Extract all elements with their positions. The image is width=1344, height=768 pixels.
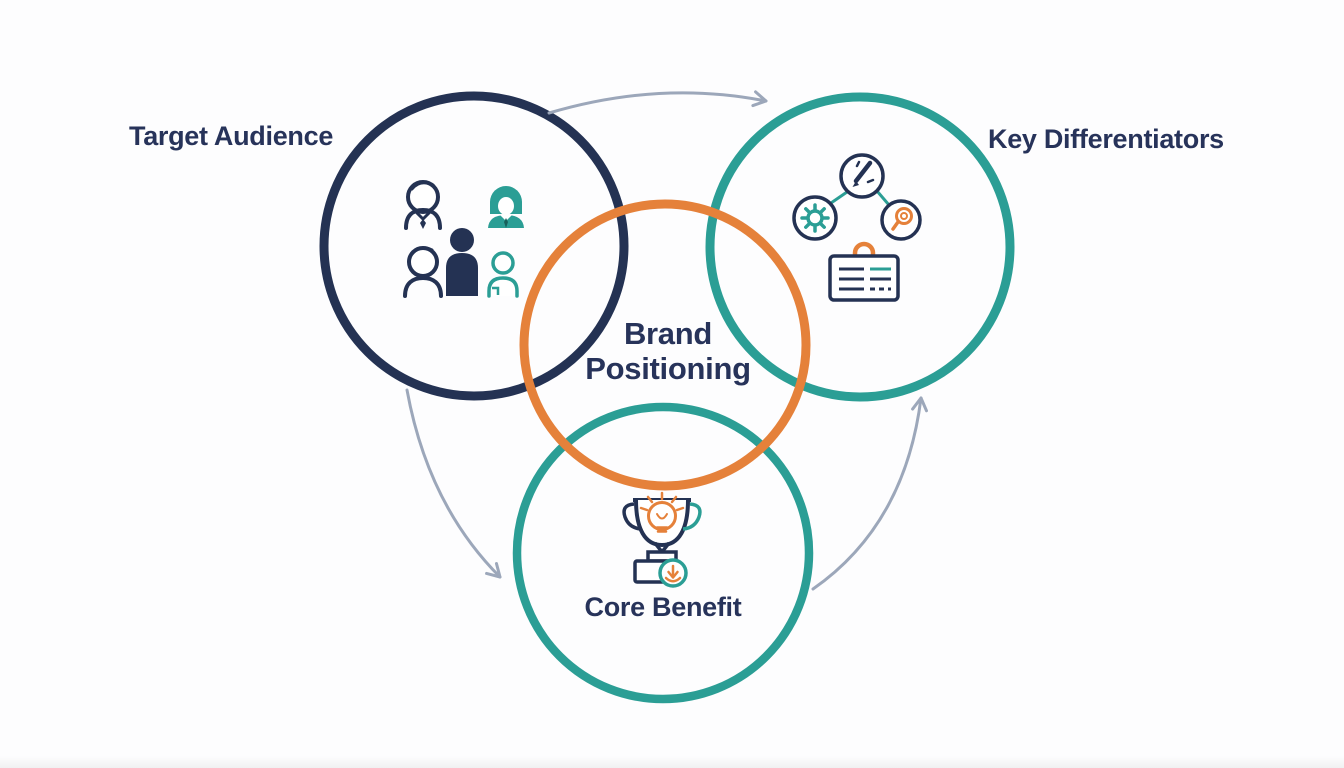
arrowhead-icon xyxy=(485,562,502,579)
achievement-badge-icon xyxy=(658,558,688,588)
arrowhead-icon xyxy=(751,90,768,108)
person-woman-icon xyxy=(488,186,524,228)
arrow-core-benefit-to-differentiators xyxy=(811,396,928,591)
trophy-right-handle xyxy=(682,502,702,531)
target-audience-label: Target Audience xyxy=(129,121,334,151)
trophy-icon xyxy=(622,491,702,588)
lightbulb-icon xyxy=(639,491,685,533)
person-filled-icon xyxy=(446,228,478,296)
brand-positioning-line2: Positioning xyxy=(585,351,751,386)
differentiators-icon-cluster xyxy=(792,153,922,302)
person-teal-outline-icon xyxy=(487,251,519,298)
person-outline-icon xyxy=(403,246,443,298)
brand-positioning-line1: Brand xyxy=(623,316,713,351)
core-benefit-label: Core Benefit xyxy=(584,592,742,622)
circle-brand-positioning xyxy=(519,199,811,491)
id-card-icon xyxy=(828,241,900,302)
circle-target-audience xyxy=(319,91,629,401)
gear-icon xyxy=(800,203,830,233)
key-differentiators-label: Key Differentiators xyxy=(988,124,1224,154)
circle-core-benefit xyxy=(512,402,814,704)
pencil-icon xyxy=(852,160,875,187)
audience-people-icon xyxy=(403,180,524,298)
trophy-left-handle xyxy=(622,502,642,531)
arrow-target-to-core-benefit xyxy=(405,388,502,579)
magnifier-icon xyxy=(891,207,913,231)
arrow-target-to-differentiators xyxy=(547,90,768,115)
brand-positioning-label: Brand Positioning xyxy=(568,316,768,386)
arrowhead-icon xyxy=(911,396,928,413)
person-outline-man-icon xyxy=(404,180,442,230)
circle-key-differentiators xyxy=(705,92,1015,402)
bottom-edge-shade xyxy=(0,756,1344,768)
magnifier-circle xyxy=(880,199,922,241)
